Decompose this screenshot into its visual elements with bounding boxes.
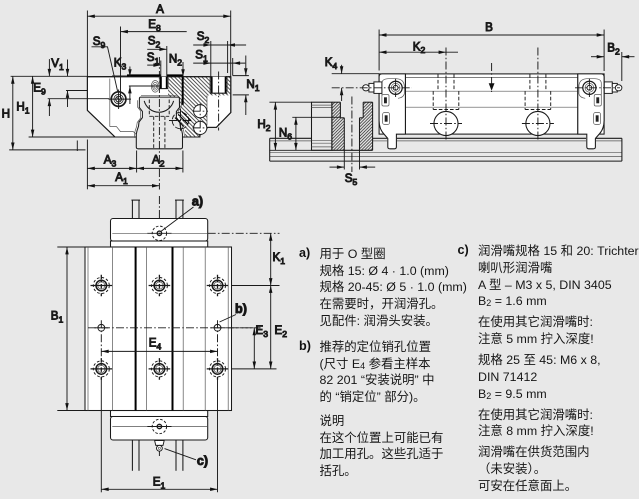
svg-text:H1: H1 <box>16 101 29 116</box>
svg-text:K3: K3 <box>114 57 127 72</box>
svg-text:H: H <box>2 108 10 121</box>
svg-text:c): c) <box>197 454 208 468</box>
svg-text:V1: V1 <box>51 57 64 72</box>
svg-text:H2: H2 <box>257 118 270 133</box>
svg-text:K1: K1 <box>273 251 286 266</box>
svg-text:A1: A1 <box>115 171 128 186</box>
svg-text:B: B <box>485 21 493 34</box>
svg-text:N1: N1 <box>246 78 259 93</box>
svg-text:E3: E3 <box>256 324 269 339</box>
svg-text:B1: B1 <box>51 310 64 325</box>
svg-text:S2: S2 <box>148 35 161 50</box>
svg-text:A: A <box>156 3 164 16</box>
svg-text:E1: E1 <box>153 476 166 491</box>
svg-text:S1: S1 <box>147 51 160 66</box>
svg-text:A3: A3 <box>104 154 117 169</box>
svg-text:N2: N2 <box>169 53 182 68</box>
svg-text:S5: S5 <box>345 172 358 187</box>
svg-text:N6: N6 <box>279 127 292 142</box>
svg-text:b): b) <box>235 302 247 316</box>
svg-text:E9: E9 <box>33 82 46 97</box>
svg-text:E2: E2 <box>275 324 288 339</box>
svg-text:B2: B2 <box>607 42 620 57</box>
svg-text:S2: S2 <box>197 30 210 45</box>
svg-text:S1: S1 <box>195 49 208 64</box>
svg-text:S9: S9 <box>93 35 106 50</box>
svg-text:a): a) <box>192 194 203 208</box>
svg-text:A2: A2 <box>152 154 165 169</box>
svg-text:K4: K4 <box>325 56 338 71</box>
svg-text:K2: K2 <box>413 40 426 55</box>
svg-text:E8: E8 <box>148 18 161 33</box>
